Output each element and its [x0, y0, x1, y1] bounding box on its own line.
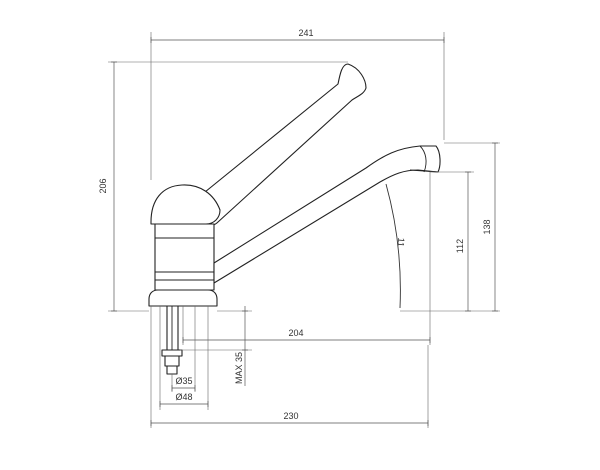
flow-curve: [385, 183, 401, 309]
dimension-overall-width-bottom: 230: [150, 306, 429, 428]
dim-230-label: 230: [283, 411, 298, 421]
dim-206-label: 206: [98, 178, 108, 193]
dimension-overall-height: 206: [98, 61, 348, 312]
body-upper-band: [154, 223, 215, 239]
dim-d48-label: Ø48: [175, 392, 192, 402]
shank: [166, 305, 179, 351]
dimension-reach: 204: [182, 306, 431, 345]
dimension-spout-height-inner: 112: [430, 171, 474, 312]
dim-112-label: 112: [455, 239, 465, 253]
dim-138-label: 138: [482, 219, 492, 234]
dimension-shank-diameter: Ø35: [171, 306, 196, 392]
dim-d35-label: Ø35: [175, 376, 192, 386]
dimension-overall-width-top: 241: [150, 28, 445, 180]
flow-annotation: 11: [396, 237, 407, 247]
faucet-outline: [148, 63, 441, 375]
supply-fitting: [161, 349, 183, 357]
dim-241-label: 241: [298, 28, 313, 38]
dimension-base-diameter: Ø48: [159, 306, 209, 410]
lever-dome: [150, 184, 221, 225]
dimension-max-deck: MAX 35: [180, 306, 252, 386]
dim-max35-label: MAX 35: [234, 352, 244, 384]
dimension-spout-height-outer: 138: [400, 142, 500, 312]
dim-204-label: 204: [288, 328, 303, 338]
spout: [213, 145, 441, 284]
base-flange: [148, 289, 218, 307]
body-cylinder: [154, 237, 215, 281]
